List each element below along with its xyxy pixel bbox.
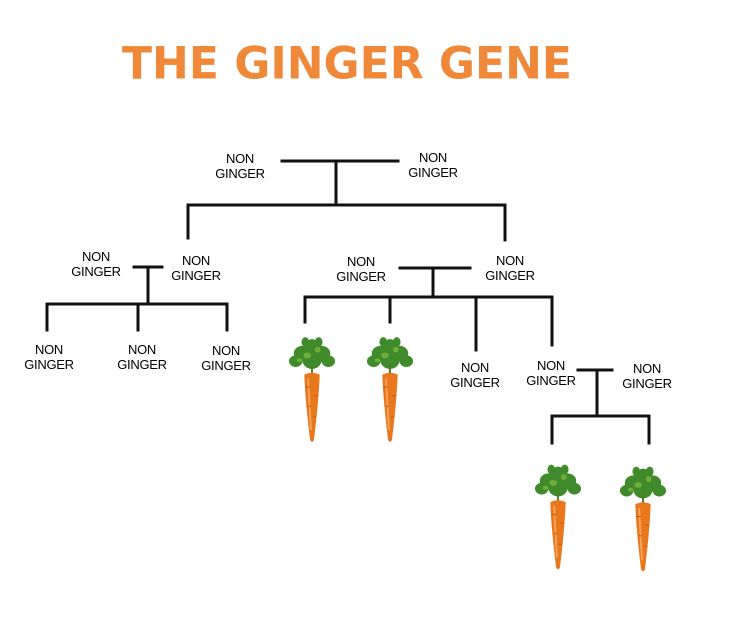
node-label-line2: GINGER [622,376,672,391]
node-label-line2: GINGER [201,358,251,373]
node-label-line1: NON [35,342,63,357]
node-label-line2: GINGER [117,357,167,372]
node-label-line2: GINGER [24,357,74,372]
carrot-icon [288,332,336,447]
node-label-line1: NON [496,253,524,268]
carrot-icon [534,458,582,576]
node-label-line1: NON [347,254,375,269]
node-label-line1: NON [633,361,661,376]
node-label-line2: GINGER [171,268,221,283]
node-label-line2: GINGER [71,264,121,279]
node-label-line2: GINGER [450,375,500,390]
node-label-line2: GINGER [215,166,265,181]
carrot-icon [366,332,414,447]
diagram-title: THE GINGER GENE [122,37,572,90]
node-label-line2: GINGER [526,373,576,388]
node-label-line1: NON [82,249,110,264]
node-label-line1: NON [461,360,489,375]
node-label-line1: NON [212,343,240,358]
node-label-line1: NON [226,151,254,166]
node-label-line1: NON [182,253,210,268]
node-label-line2: GINGER [408,165,458,180]
node-label-line2: GINGER [485,268,535,283]
node-label-line1: NON [537,358,565,373]
node-label-line1: NON [419,150,447,165]
node-label-line1: NON [128,342,156,357]
node-label-line2: GINGER [336,269,386,284]
carrot-icon [619,460,667,578]
